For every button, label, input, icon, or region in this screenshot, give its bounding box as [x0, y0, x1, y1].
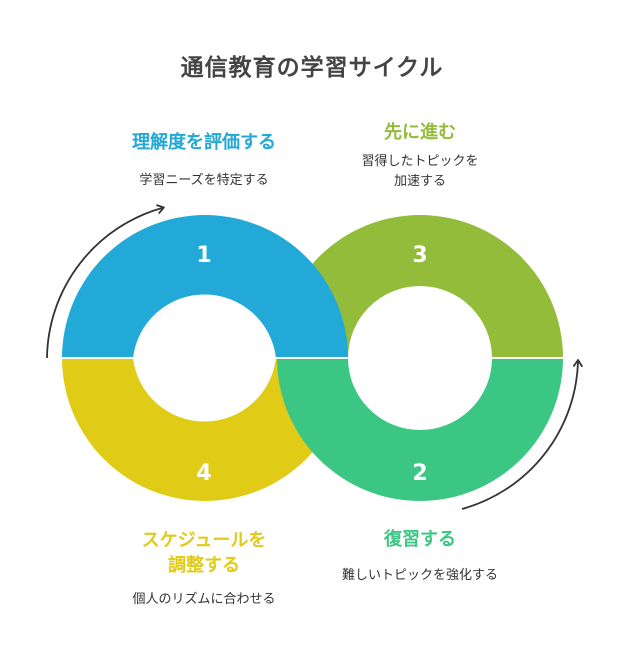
step-4-number: 4	[196, 461, 211, 486]
step-1-description: 学習ニーズを特定する	[139, 173, 269, 188]
step-1-title: 理解度を評価する	[132, 132, 276, 153]
step-4-title: スケジュールを 調整する	[141, 530, 267, 576]
segment-step-4	[62, 358, 348, 501]
segment-step-3	[277, 215, 563, 358]
step-3-description: 習得したトピックを 加速する	[361, 154, 479, 189]
segment-step-1	[62, 215, 348, 358]
segment-step-2	[277, 358, 563, 501]
step-2-number: 2	[412, 461, 427, 486]
diagram-title: 通信教育の学習サイクル	[180, 55, 444, 81]
step-4-description: 個人のリズムに合わせる	[132, 592, 276, 607]
step-1-number: 1	[196, 243, 211, 268]
cycle-arrow-right	[461, 359, 583, 510]
cycle-arrow-left	[46, 204, 165, 359]
step-2-description: 難しいトピックを強化する	[341, 568, 498, 583]
step-3-title: 先に進む	[384, 122, 456, 143]
step-3-number: 3	[412, 243, 427, 268]
step-2-title: 復習する	[384, 529, 456, 550]
